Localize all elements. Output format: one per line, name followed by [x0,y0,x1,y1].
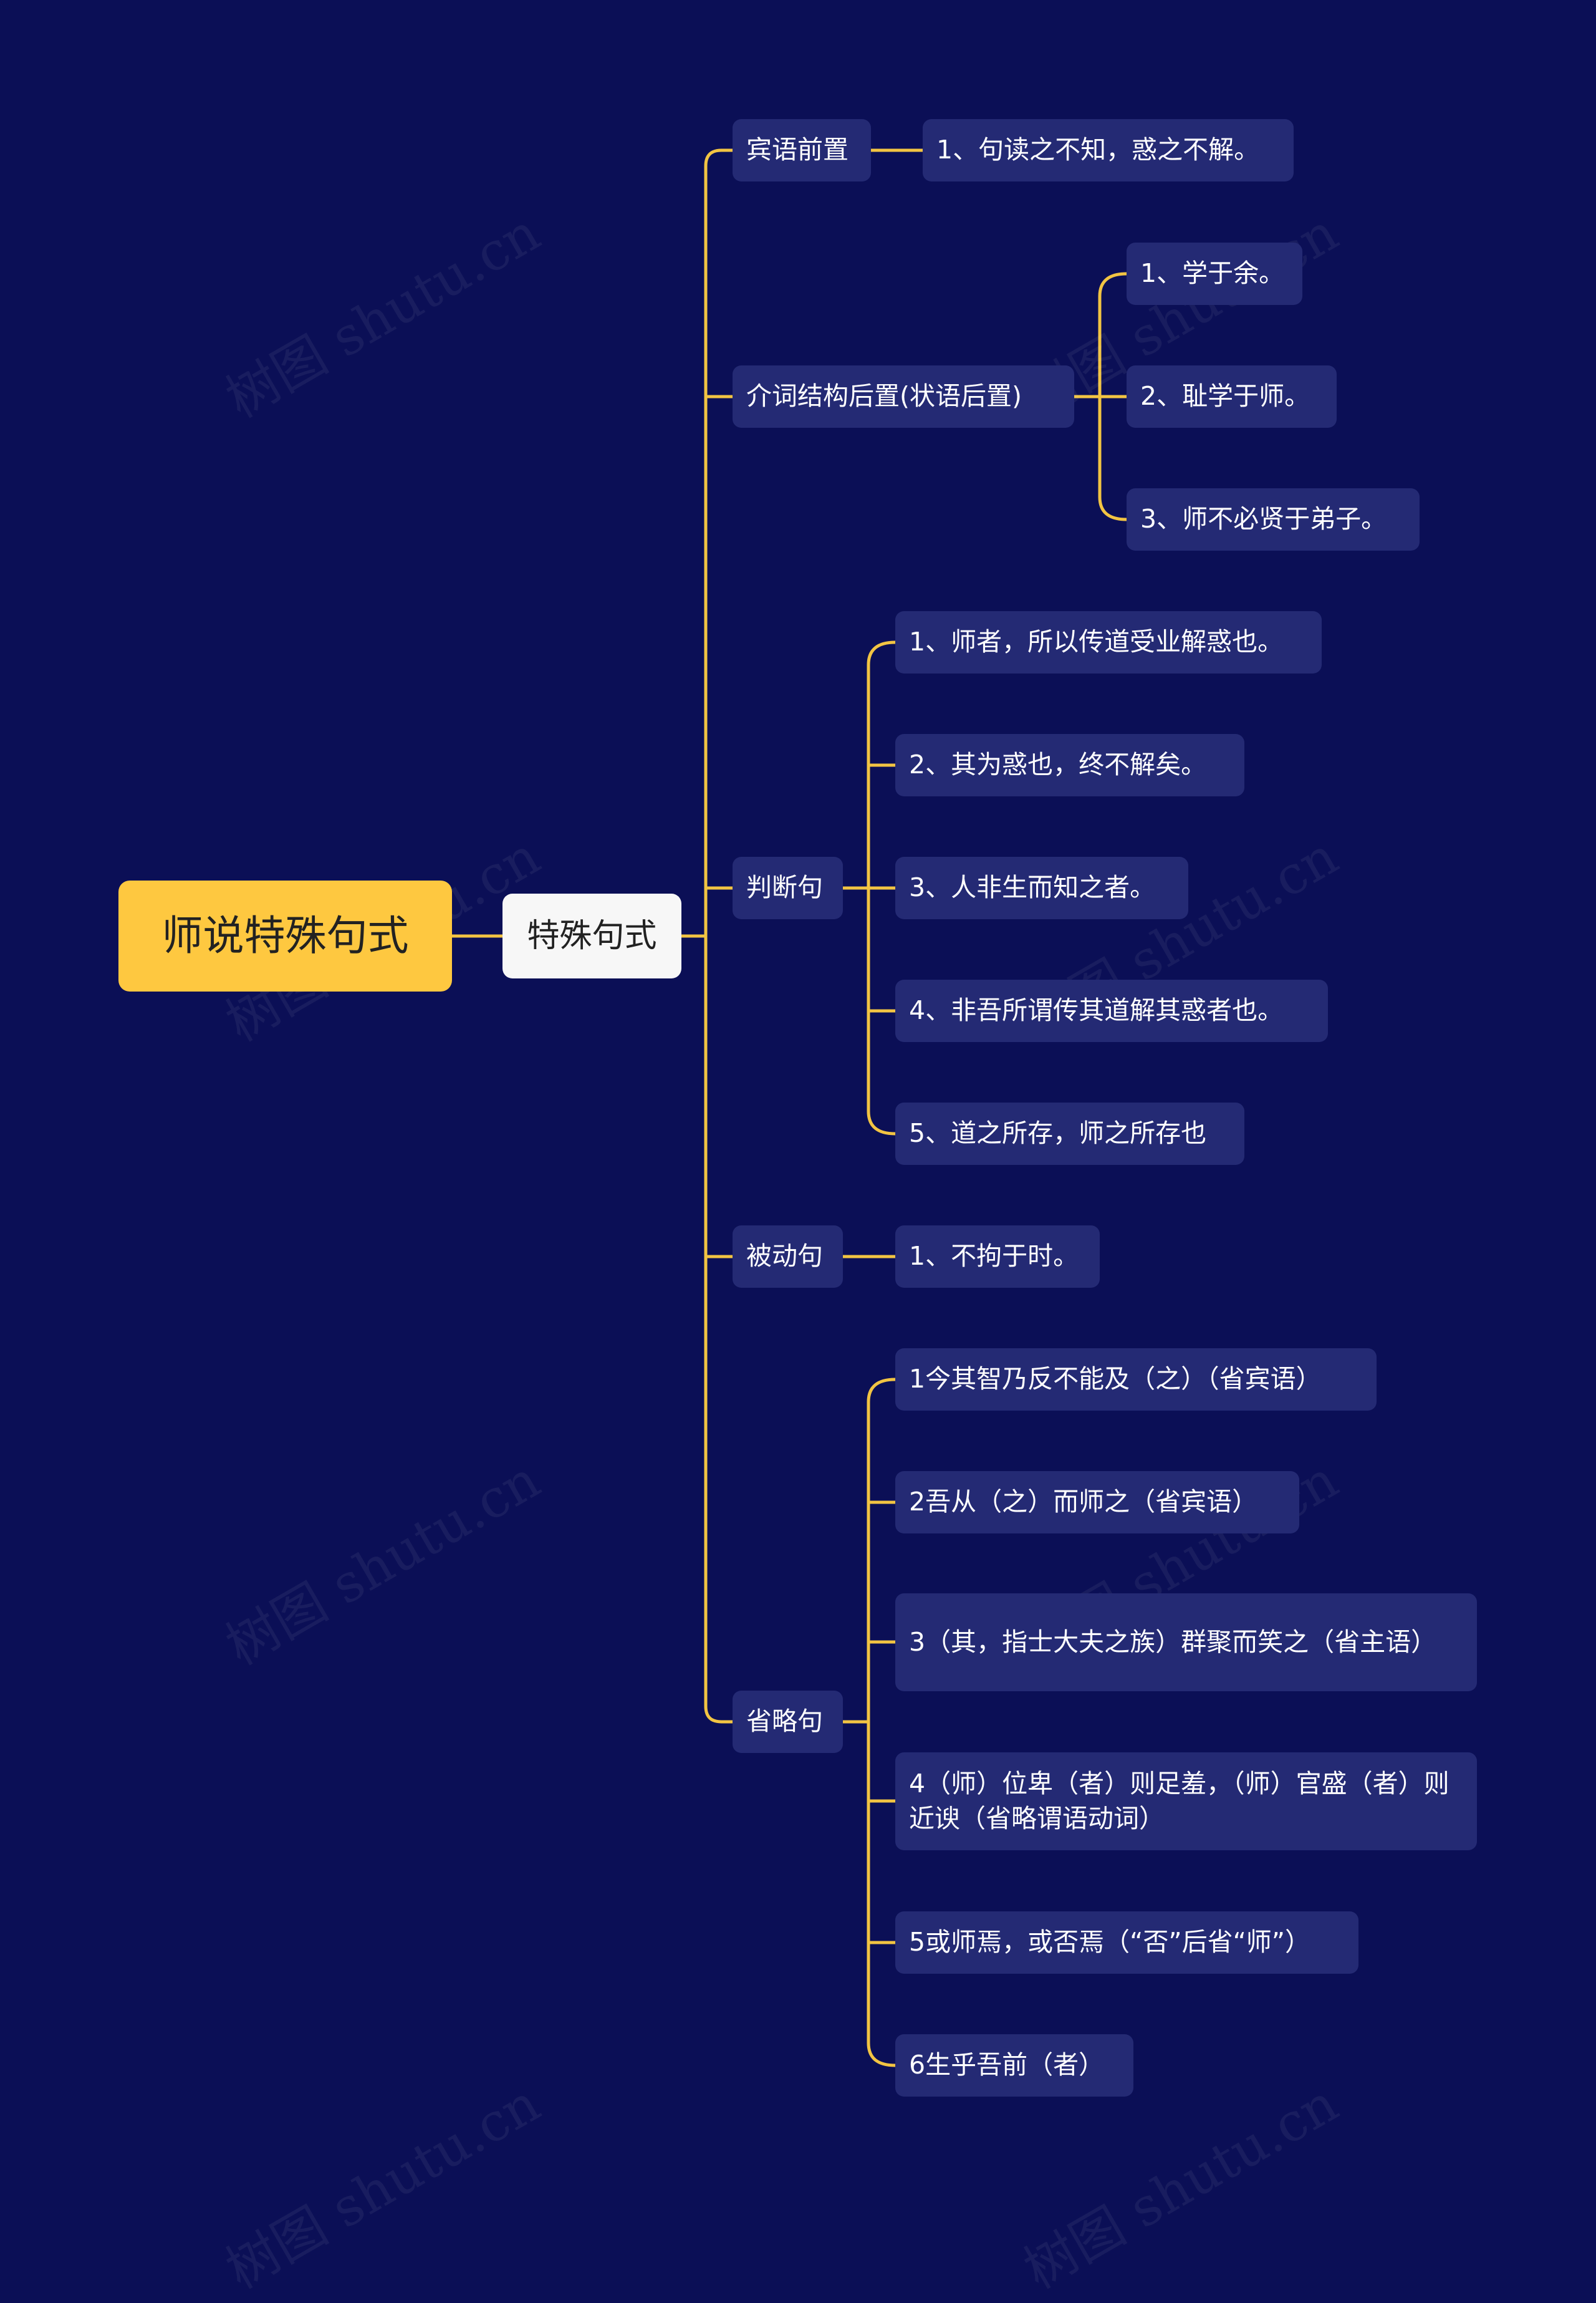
leaf-item[interactable]: 4（师）位卑（者）则足羞，（师）官盛（者）则近谀（省略谓语动词） [895,1752,1477,1850]
leaf-item[interactable]: 2、耻学于师。 [1127,365,1337,428]
leaf-item[interactable]: 3、人非生而知之者。 [895,857,1188,919]
leaf-item[interactable]: 1今其智乃反不能及（之）（省宾语） [895,1348,1377,1411]
category-ellipsis-sentence[interactable]: 省略句 [733,1691,843,1753]
connector-cat5-spine [867,1378,897,2067]
root-node[interactable]: 师说特殊句式 [118,881,452,992]
leaf-item[interactable]: 3、师不必贤于弟子。 [1127,488,1420,551]
connector-lines [450,148,1128,2067]
category-passive-sentence[interactable]: 被动句 [733,1225,843,1288]
leaf-item[interactable]: 1、学于余。 [1127,243,1302,305]
leaf-item[interactable]: 3（其，指士大夫之族）群聚而笑之（省主语） [895,1593,1477,1691]
leaf-item[interactable]: 5或师焉，或否焉（“否”后省“师”） [895,1911,1358,1974]
leaf-item[interactable]: 2、其为惑也，终不解矣。 [895,734,1244,796]
leaf-item[interactable]: 1、句读之不知，惑之不解。 [923,119,1294,181]
leaf-item[interactable]: 1、不拘于时。 [895,1225,1100,1288]
leaf-item[interactable]: 1、师者，所以传道受业解惑也。 [895,611,1322,674]
category-spine [704,148,734,1724]
leaf-item[interactable]: 2吾从（之）而师之（省宾语） [895,1471,1299,1533]
leaf-item[interactable]: 6生乎吾前（者） [895,2034,1133,2097]
category-object-preposing[interactable]: 宾语前置 [733,119,871,181]
subtopic-node[interactable]: 特殊句式 [502,894,681,978]
category-judgment-sentence[interactable]: 判断句 [733,857,843,919]
leaf-item[interactable]: 4、非吾所谓传其道解其惑者也。 [895,980,1328,1042]
category-postpositive-preposition[interactable]: 介词结构后置(状语后置) [733,365,1074,428]
leaf-item[interactable]: 5、道之所存，师之所存也 [895,1103,1244,1165]
